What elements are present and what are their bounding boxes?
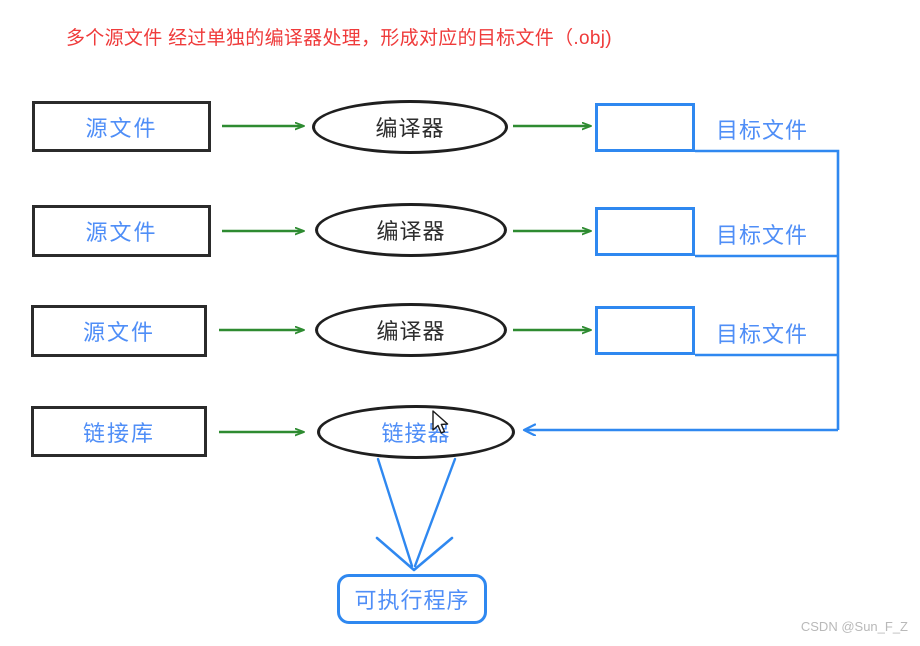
compiler-label-1: 编译器 xyxy=(375,116,445,141)
link-library-label: 链接库 xyxy=(82,420,155,446)
object-file-label-2: 目标文件 xyxy=(716,223,809,248)
source-file-label-1: 源文件 xyxy=(85,115,158,141)
linker-label: 链接器 xyxy=(381,421,451,446)
blue-connector-bus xyxy=(695,149,840,430)
source-file-box-1[interactable]: 源文件 xyxy=(32,101,211,152)
source-file-box-3[interactable]: 源文件 xyxy=(31,305,207,357)
executable-program-label: 可执行程序 xyxy=(354,588,470,613)
source-file-box-2[interactable]: 源文件 xyxy=(32,205,211,257)
object-file-label-3: 目标文件 xyxy=(716,322,809,347)
compiler-label-2: 编译器 xyxy=(376,219,446,244)
compiler-ellipse-2[interactable]: 编译器 xyxy=(315,203,507,257)
linker-ellipse[interactable]: 链接器 xyxy=(317,405,515,459)
compiler-label-3: 编译器 xyxy=(376,319,446,344)
blue-arrow-linker-to-executable xyxy=(375,457,457,572)
executable-program-box[interactable]: 可执行程序 xyxy=(337,574,487,624)
watermark: CSDN @Sun_F_Z xyxy=(800,619,908,634)
object-file-box-3[interactable] xyxy=(595,306,695,355)
link-library-box[interactable]: 链接库 xyxy=(31,406,207,457)
object-file-box-1[interactable] xyxy=(595,103,695,152)
compiler-ellipse-3[interactable]: 编译器 xyxy=(315,303,507,357)
source-file-label-2: 源文件 xyxy=(85,220,158,245)
source-file-label-3: 源文件 xyxy=(82,320,155,345)
compiler-ellipse-1[interactable]: 编译器 xyxy=(312,100,508,154)
object-file-label-1: 目标文件 xyxy=(716,118,809,143)
diagram-title: 多个源文件 经过单独的编译器处理，形成对应的目标文件（.obj) xyxy=(66,28,612,49)
object-file-box-2[interactable] xyxy=(595,207,695,256)
